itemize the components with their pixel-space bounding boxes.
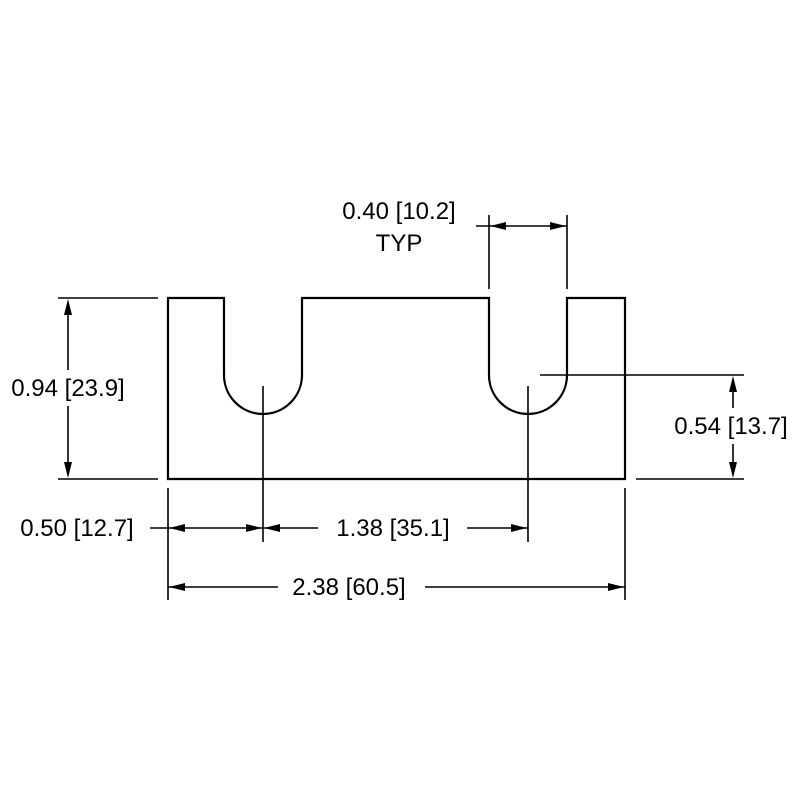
arrowhead [169,524,185,532]
arrowhead [550,222,566,230]
slot-depth-dimension: 0.54 [13.7] [540,374,800,480]
edge-to-slot-dimension: 0.50 [12.7] [20,488,263,600]
arrowhead [729,462,737,478]
part-outline [166,296,627,481]
typ-note: TYP [376,230,423,257]
arrowhead [511,524,527,532]
slot-spacing-label: 1.38 [35.1] [336,515,449,542]
overall-width-label: 2.38 [60.5] [292,574,405,601]
arrowhead [264,524,280,532]
edge-to-slot-label: 0.50 [12.7] [20,515,133,542]
slot-width-dimension: 0.40 [10.2] TYP [342,198,568,289]
overall-width-dimension: 2.38 [60.5] [168,488,626,601]
slot-width-label: 0.40 [10.2] [342,198,455,225]
arrowhead [729,376,737,392]
arrowhead [608,583,624,591]
slot-spacing-dimension: 1.38 [35.1] [263,515,528,542]
height-label: 0.94 [23.9] [11,375,124,402]
height-dimension: 0.94 [23.9] [0,297,158,480]
arrowhead [169,583,185,591]
slot-depth-label: 0.54 [13.7] [674,413,787,440]
arrowhead [64,299,72,315]
arrowhead [490,222,506,230]
arrowhead [64,462,72,478]
arrowhead [246,524,262,532]
